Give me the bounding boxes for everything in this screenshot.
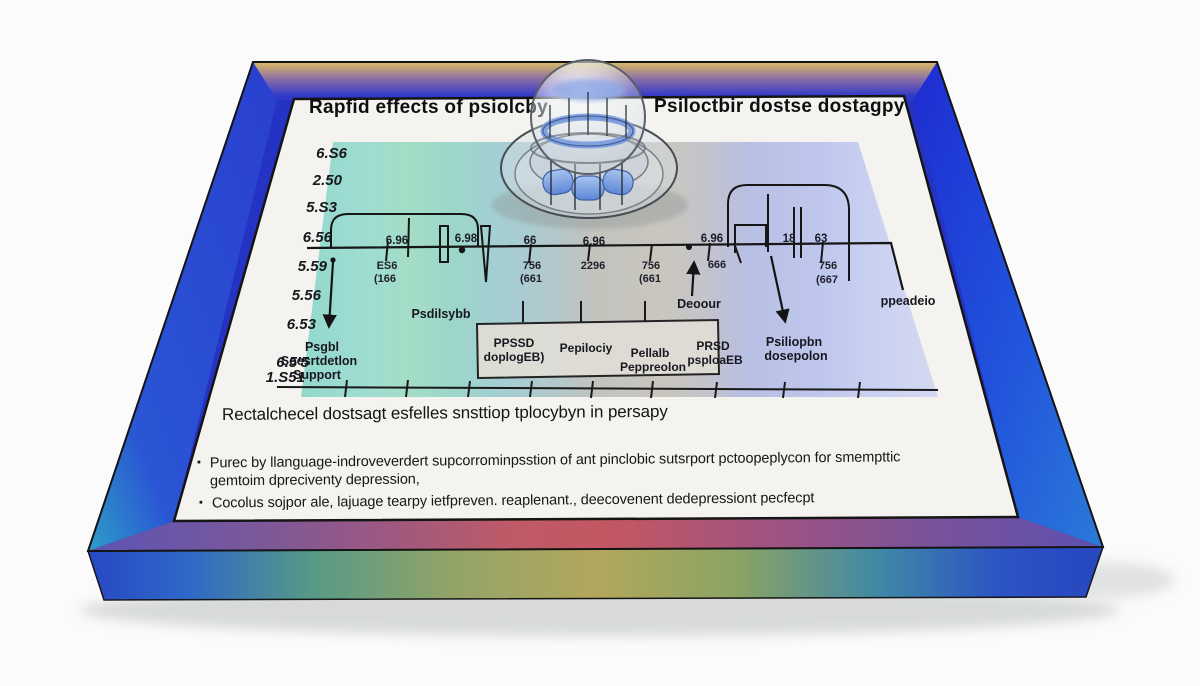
timeline-axis (306, 241, 905, 291)
annotation-support-line: Soesrtdetlon (281, 354, 357, 368)
timeline-labels: 6.96 6.98 66 6.96 6.96 18 63 ES6 (166 75… (281, 233, 936, 382)
dome-blue-glow (552, 79, 624, 101)
tick-label: 756 (819, 260, 837, 272)
dome-shadow (492, 181, 688, 229)
right-bracket (727, 184, 850, 281)
box-label: PRSD (696, 339, 730, 353)
tick-sublabel: (661 (639, 273, 661, 285)
timeline-brackets (330, 184, 850, 281)
tick-sublabel: (166 (374, 273, 396, 285)
above-line-value: 63 (815, 233, 828, 245)
y-axis-value: 1.S51 (266, 369, 305, 386)
above-line-value-highlight: 18 (783, 233, 796, 245)
treatment-box (475, 301, 721, 380)
glass-dome (492, 59, 688, 229)
timeline-arrows (322, 255, 790, 329)
y-axis-value: 5.S3 (306, 199, 338, 216)
slab-border-right (913, 62, 1103, 547)
annotation-placebo: ppeadeio (881, 294, 936, 308)
timeline-dots (330, 244, 692, 263)
tick-label: 2296 (581, 260, 605, 272)
dose-arrow (769, 255, 790, 324)
spike-flag (479, 225, 492, 283)
chart-area-bands (301, 142, 938, 397)
y-axis-value: 6.5'5 (276, 354, 309, 371)
panel-titles: Rapfid effects of psiolcby Psiloctbir do… (309, 96, 905, 118)
tick-label: 756 (523, 260, 541, 272)
above-line-value: 6.98 (455, 233, 478, 245)
chart-title-right: Psiloctbir dostse dostagpy (654, 96, 905, 117)
tick-label: ES6 (377, 260, 398, 272)
box-label: Pellalb (631, 346, 670, 360)
chart-title-left: Rapfid effects of psiolcby (309, 97, 548, 118)
y-axis-value: 6.56 (303, 229, 333, 246)
slab-top-face-outline (86, 61, 1105, 553)
support-arrow (322, 261, 337, 329)
y-axis-value: 5.59 (298, 258, 328, 275)
narrow-flag (439, 225, 449, 263)
above-line-value: 6.96 (701, 233, 723, 245)
annotation-detour: Deoour (677, 297, 721, 311)
detour-arrow (686, 260, 701, 297)
tick-label: 756 (642, 260, 660, 272)
annotation-support-line: Psgbl (305, 340, 339, 354)
slab-side-face (86, 546, 1105, 601)
tick-sublabel: (661 (520, 273, 542, 285)
y-axis-value: 6.S6 (316, 145, 348, 162)
annotation-dose-line: dosepolon (764, 349, 827, 363)
above-line-value: 6.96 (386, 235, 408, 247)
box-label: psploaEB (687, 353, 743, 367)
y-axis-value: 6.53 (287, 316, 317, 333)
annotation-support-line: Support (293, 368, 342, 382)
step-shape (734, 224, 767, 253)
left-bracket (330, 213, 479, 247)
dome-pins-upper (549, 92, 627, 138)
above-line-value: 66 (524, 235, 537, 247)
y-axis-labels: 6.S6 2.50 5.S3 6.56 5.59 5.56 6.53 6.5'5… (266, 145, 348, 386)
timeline-shapes (439, 194, 802, 322)
y-axis-value: 2.50 (312, 172, 343, 189)
bottom-axis (276, 379, 939, 399)
box-label: Peppreolon (620, 360, 686, 374)
dome-rim (530, 132, 646, 164)
y-axis-value: 5.56 (292, 287, 322, 304)
above-line-value: 6.96 (583, 236, 605, 248)
slab-border-left (88, 62, 277, 551)
tick-sublabel: (667 (816, 274, 838, 286)
box-label: Pepilociy (560, 341, 613, 355)
box-label: doplogEB) (484, 350, 545, 364)
box-label: PPSSD (494, 336, 535, 350)
tick-label: 666 (708, 259, 726, 271)
annotation-psilocybin: Psdilsybb (411, 307, 470, 321)
slab-border-bottom (88, 517, 1103, 551)
annotation-dose-line: Psiliopbn (766, 335, 822, 349)
